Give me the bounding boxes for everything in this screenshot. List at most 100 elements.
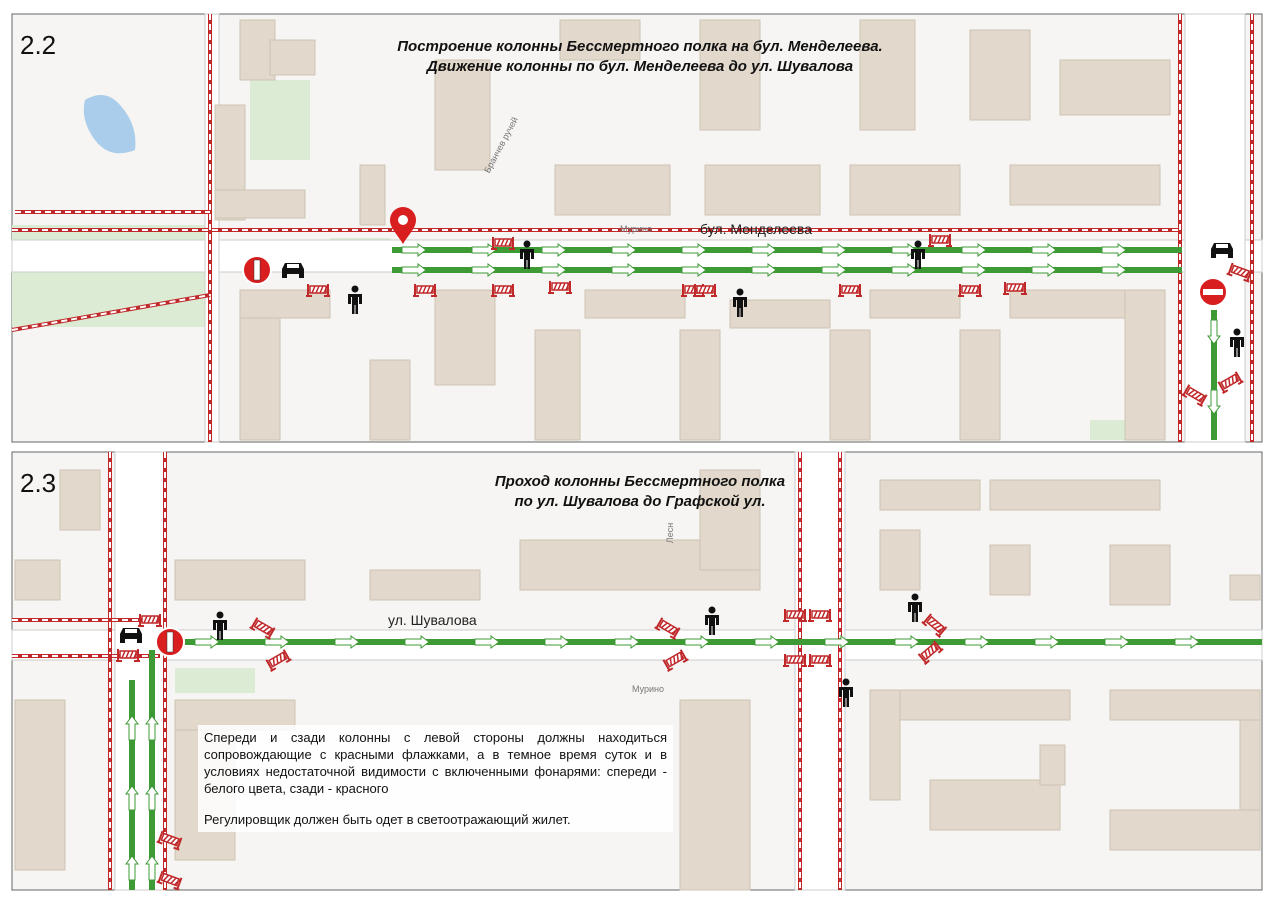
person-head xyxy=(911,593,919,601)
route-arrow-icon xyxy=(821,263,847,277)
route-arrow-icon xyxy=(145,785,159,811)
route-arrow-icon xyxy=(611,263,637,277)
building xyxy=(239,289,331,319)
route-arrow-icon xyxy=(474,635,500,649)
road-barrier-icon xyxy=(491,284,515,297)
route-arrow-icon xyxy=(964,635,990,649)
barrier-stripe xyxy=(669,657,673,666)
street xyxy=(11,239,1263,273)
building xyxy=(989,479,1161,511)
barrier-stripe xyxy=(1008,283,1013,292)
panel-title: Проход колонны Бессмертного полка по ул.… xyxy=(300,472,980,512)
barrier-stripe xyxy=(319,285,324,294)
barrier-stripe xyxy=(508,285,513,294)
building xyxy=(869,689,1071,721)
note-paragraph: Спереди и сзади колонны с левой стороны … xyxy=(204,730,667,796)
barrier-stripe xyxy=(561,282,566,291)
green-area xyxy=(12,262,207,327)
no-entry-bar xyxy=(166,631,174,653)
route-arrow-icon xyxy=(1174,635,1200,649)
building xyxy=(829,329,871,441)
person-head xyxy=(914,240,922,248)
barrier-legs xyxy=(1217,371,1244,395)
barrier-stripe xyxy=(800,655,805,664)
barrier-legs xyxy=(838,284,862,297)
barrier-legs xyxy=(917,640,944,666)
barrier-stripe xyxy=(496,238,501,247)
building xyxy=(434,59,491,171)
person-body xyxy=(1230,337,1244,357)
no-entry-icon xyxy=(155,627,185,657)
building xyxy=(849,164,961,216)
route-arrow-icon xyxy=(541,263,567,277)
person-head xyxy=(523,240,531,248)
barrier-stripe xyxy=(430,285,435,294)
road-barrier-icon xyxy=(306,284,330,297)
street xyxy=(794,451,846,891)
car-icon xyxy=(1211,243,1233,258)
barrier-stripe xyxy=(276,655,279,664)
barrier-stripe xyxy=(975,285,980,294)
barrier-stripe xyxy=(133,650,138,659)
barrier-legs xyxy=(306,284,330,297)
barrier-stripe xyxy=(1194,393,1202,400)
barrier-stripe xyxy=(496,285,501,294)
road-barrier-icon xyxy=(1181,384,1208,408)
route-arrow-icon xyxy=(264,635,290,649)
person-body xyxy=(213,620,227,640)
barrier-stripe xyxy=(553,282,558,291)
road-barrier-icon xyxy=(1226,262,1253,283)
road-barrier-icon xyxy=(249,617,276,641)
barrier-stripe xyxy=(426,285,431,294)
building xyxy=(1039,744,1066,786)
barrier-stripe xyxy=(166,876,173,883)
barrier-stripe xyxy=(967,285,972,294)
road-barrier-icon xyxy=(693,284,717,297)
panel-title: Построение колонны Бессмертного полка на… xyxy=(300,37,980,77)
barrier-stripe xyxy=(266,628,274,635)
road-barrier-icon xyxy=(783,609,807,622)
route-arrow-icon xyxy=(1031,243,1057,257)
barrier-stripe xyxy=(1020,283,1025,292)
person-body xyxy=(705,615,719,635)
barrier-stripe xyxy=(847,285,852,294)
route-arrow-icon xyxy=(145,855,159,881)
building xyxy=(699,19,761,131)
building xyxy=(369,569,481,601)
person-icon xyxy=(733,288,747,317)
green-area xyxy=(250,80,310,160)
barrier-stripe xyxy=(928,619,936,625)
barrier-legs xyxy=(249,617,276,641)
title-line: по ул. Шувалова до Графской ул. xyxy=(514,493,766,510)
route-arrow-icon xyxy=(125,715,139,741)
route-arrow-icon xyxy=(401,243,427,257)
street xyxy=(114,451,166,891)
barrier-stripe xyxy=(933,642,938,651)
barrier-legs xyxy=(1181,384,1208,408)
barrier-stripe xyxy=(262,626,270,633)
barrier-stripe xyxy=(676,653,679,662)
barrier-stripe xyxy=(315,285,320,294)
barrier-legs xyxy=(783,609,807,622)
person-head xyxy=(842,678,850,686)
route-arrow-icon xyxy=(751,243,777,257)
barrier-stripe xyxy=(166,836,173,843)
road-barrier-icon xyxy=(1003,282,1027,295)
barrier-legs xyxy=(662,649,689,673)
building xyxy=(929,779,1061,831)
barrier-stripe xyxy=(1244,270,1251,278)
road-barrier-icon xyxy=(413,284,437,297)
barrier-legs xyxy=(654,617,681,641)
route-arrow-icon xyxy=(821,243,847,257)
car-wheel xyxy=(282,274,287,278)
barrier-stripe xyxy=(422,285,427,294)
building xyxy=(559,19,641,61)
car-wheel xyxy=(1228,254,1233,258)
barrier-stripe xyxy=(945,235,950,244)
barrier-stripe xyxy=(821,655,826,664)
barrier-stripe xyxy=(1012,283,1017,292)
barrier-legs xyxy=(156,870,183,891)
no-entry-icon xyxy=(1198,277,1228,307)
side-street-label: Лесн xyxy=(665,522,676,544)
building xyxy=(1239,719,1261,811)
